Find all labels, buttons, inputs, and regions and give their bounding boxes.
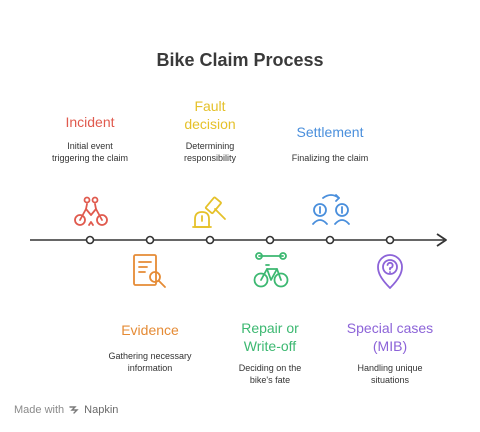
timeline-node-fault [205, 235, 215, 245]
cyclist-collision-icon [74, 196, 108, 226]
special-cases-title: Special cases (MIB) [346, 320, 434, 354]
evidence-title: Evidence [121, 322, 179, 338]
fault-decision-description: Determining responsibility [183, 141, 237, 163]
timeline-node-settlement [325, 235, 335, 245]
diagram-title: Bike Claim Process [156, 50, 324, 70]
money-exchange-icon [312, 194, 350, 225]
napkin-brand-label: Napkin [84, 404, 119, 416]
settlement-description: Finalizing the claim [291, 153, 369, 163]
timeline-node-repair [265, 235, 275, 245]
incident-title: Incident [65, 114, 115, 130]
settlement-title: Settlement [296, 124, 364, 140]
napkin-logo-icon [69, 406, 79, 414]
evidence-description: Gathering necessary information [108, 351, 192, 373]
special-cases-description: Handling unique situations [357, 363, 423, 385]
timeline-arrowhead [436, 233, 447, 247]
bicycle-wrench-icon [253, 252, 289, 288]
repair-writeoff-title: Repair or Write-off [241, 320, 299, 354]
document-search-icon [133, 254, 166, 288]
gavel-icon [192, 196, 226, 228]
question-pin-icon [377, 254, 403, 289]
made-with-label: Made with [14, 404, 65, 416]
timeline-node-evidence [145, 235, 155, 245]
fault-decision-title: Fault decision [184, 98, 236, 132]
repair-writeoff-description: Deciding on the bike's fate [238, 363, 302, 385]
footer-watermark: Made with Napkin [14, 404, 118, 416]
incident-description: Initial event triggering the claim [51, 141, 129, 163]
timeline-node-special [385, 235, 395, 245]
timeline-node-incident [85, 235, 95, 245]
